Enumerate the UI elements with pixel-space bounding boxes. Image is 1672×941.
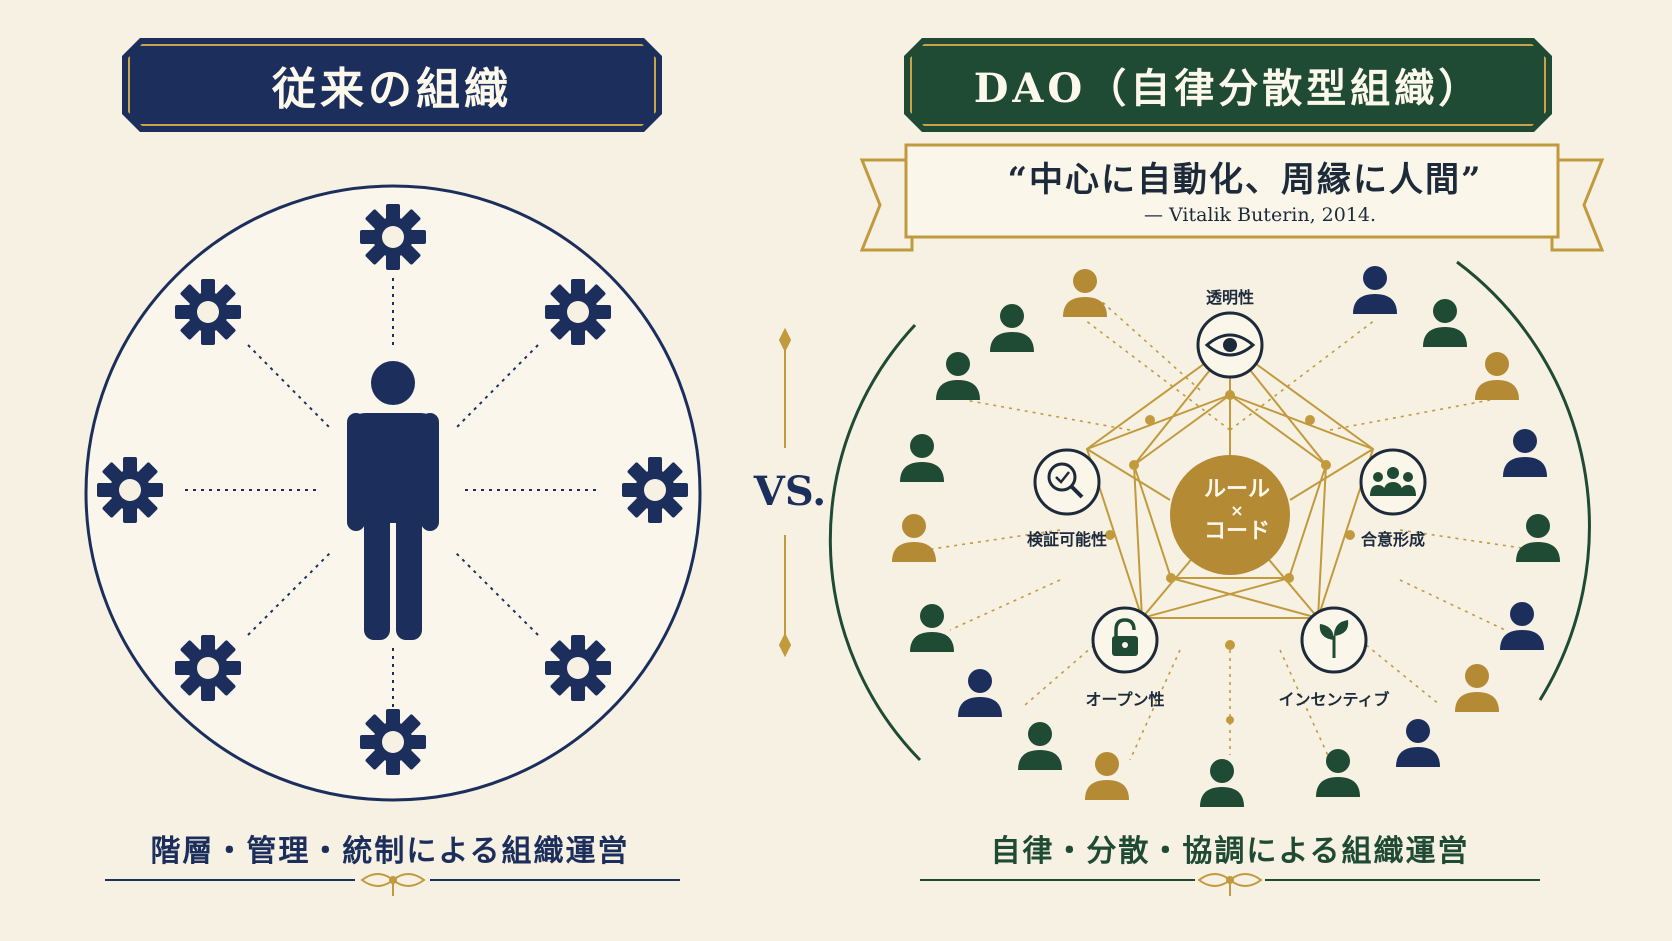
member-avatar	[1200, 759, 1244, 807]
right-title-banner: DAO（自律分散型組織）	[904, 38, 1552, 132]
gear-icon	[360, 709, 426, 775]
node-label-top: 透明性	[1205, 288, 1254, 307]
left-title-banner: 従来の組織	[122, 38, 662, 132]
person-icon	[347, 361, 439, 640]
hub-line3: コード	[1203, 519, 1270, 544]
quote-attribution: — Vitalik Buterin, 2014.	[1143, 204, 1377, 226]
gear-icon	[360, 204, 426, 270]
node-label-bottom-right: インセンティブ	[1278, 690, 1390, 709]
group-icon	[1359, 448, 1427, 516]
left-underline	[105, 873, 680, 896]
gear-icon	[622, 457, 688, 523]
sprout-icon	[1300, 606, 1368, 674]
member-avatar	[892, 514, 936, 562]
member-avatar	[1455, 664, 1499, 712]
node-label-left: 検証可能性	[1026, 530, 1107, 549]
left-caption: 階層・管理・統制による組織運営	[150, 834, 630, 869]
hub-line2: ×	[1230, 501, 1244, 520]
magnifier-check-icon	[1033, 448, 1101, 516]
member-avatar	[1085, 752, 1129, 800]
gear-icon	[545, 635, 611, 701]
member-avatar	[936, 352, 980, 400]
right-caption: 自律・分散・協調による組織運営	[990, 834, 1470, 869]
gear-icon	[175, 635, 241, 701]
node-label-right: 合意形成	[1360, 530, 1425, 549]
member-avatar	[1018, 722, 1062, 770]
hub-line1: ルール	[1203, 477, 1270, 502]
hub-label: ルール × コード	[1172, 476, 1302, 546]
gear-icon	[545, 279, 611, 345]
quote-ribbon	[859, 143, 1605, 252]
member-avatar	[1516, 514, 1560, 562]
right-title: DAO（自律分散型組織）	[973, 65, 1483, 112]
dao-network	[924, 299, 1536, 761]
member-avatar	[1503, 429, 1547, 477]
node-label-bottom-left: オープン性	[1085, 690, 1165, 709]
member-avatar	[1475, 352, 1519, 400]
left-title: 従来の組織	[272, 64, 512, 115]
gear-icon	[97, 457, 163, 523]
gear-icon	[175, 279, 241, 345]
member-avatar	[900, 434, 944, 482]
vs-label: VS.	[753, 468, 827, 515]
eye-icon	[1196, 311, 1264, 379]
quote-text: “中心に自動化、周縁に人間”	[1007, 160, 1483, 200]
member-avatar	[1500, 602, 1544, 650]
right-underline	[920, 873, 1540, 896]
padlock-icon	[1091, 606, 1159, 674]
member-avatar	[910, 604, 954, 652]
dao-boundary	[828, 260, 1591, 762]
member-avatar	[1396, 719, 1440, 767]
member-avatar	[1316, 749, 1360, 797]
member-avatar	[958, 669, 1002, 717]
hub-circle	[1170, 455, 1290, 575]
vs-divider	[778, 327, 792, 658]
member-avatar	[990, 304, 1034, 352]
member-avatar	[1063, 269, 1107, 317]
member-avatar	[1423, 299, 1467, 347]
member-avatar	[1353, 266, 1397, 314]
traditional-org-diagram	[84, 184, 702, 802]
